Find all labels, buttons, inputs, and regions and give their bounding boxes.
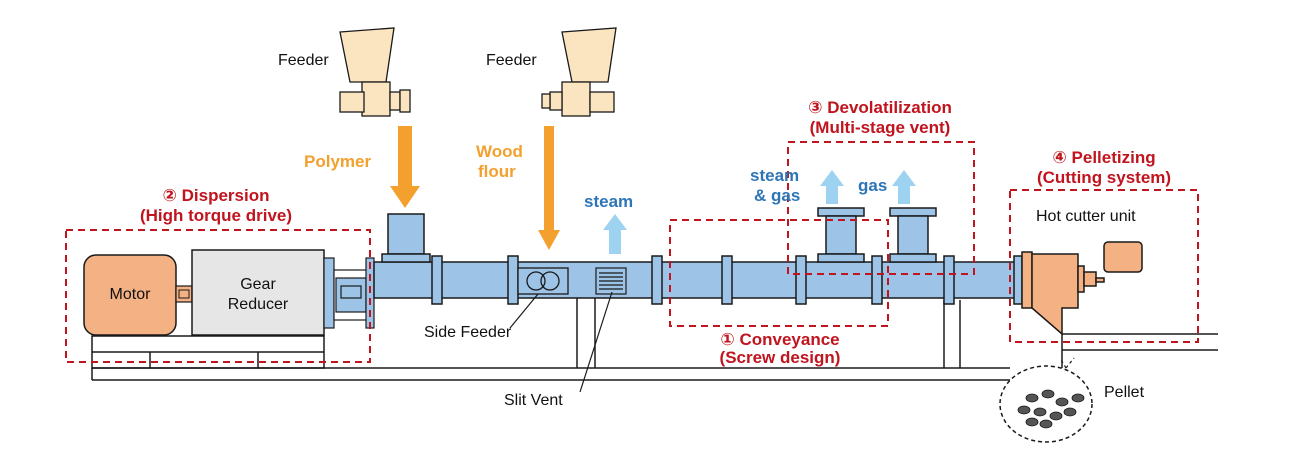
stage-pelletizing-sub: (Cutting system) (1036, 168, 1172, 187)
stage-dispersion-sub: (High torque drive) (139, 206, 293, 225)
gear-reducer-label-line2: Reducer (227, 296, 289, 313)
barrel-flanges (431, 255, 955, 305)
vent-arrows (603, 170, 916, 254)
polymer-arrow (390, 126, 420, 208)
motor-label: Motor (109, 286, 151, 303)
pellet-label: Pellet (1104, 384, 1145, 401)
stage-conveyance-sub: (Screw design) (719, 348, 841, 367)
polymer-inlet (381, 213, 431, 263)
hot-cutter-label: Hot cutter unit (1036, 208, 1136, 225)
steam-label: steam (584, 192, 634, 211)
slit-vent-symbol (595, 267, 627, 295)
wood-flour-label-line2: flour (478, 162, 516, 181)
gear-reducer-block (191, 249, 325, 336)
wood-flour-label-line1: Wood (476, 142, 523, 161)
side-feeder-label: Side Feeder (424, 324, 512, 341)
wood-flour-arrow (538, 126, 560, 250)
drive-coupling (323, 257, 375, 329)
stage-devolatilization-sub: (Multi-stage vent) (809, 118, 951, 137)
slit-vent-label: Slit Vent (504, 392, 563, 409)
stage-devolatilization-title: ③ Devolatilization (808, 98, 952, 117)
stage-pelletizing-title: ④ Pelletizing (1052, 148, 1156, 167)
stage-conveyance-title: ① Conveyance (720, 330, 840, 349)
stage-boxes (65, 141, 1199, 363)
feeder-left-label: Feeder (278, 52, 329, 69)
steam-gas-label-line1: steam (750, 166, 800, 185)
side-feeder-symbol (517, 267, 569, 295)
feeder-right-drawing (541, 27, 617, 117)
stage-dispersion-title: ② Dispersion (162, 186, 270, 205)
feeder-left-drawing (339, 27, 411, 117)
gas-label: gas (858, 176, 888, 195)
hot-cutter (1013, 241, 1143, 336)
vent-stacks (817, 207, 937, 263)
gear-reducer-label-line1: Gear (240, 276, 276, 293)
extruder-barrel (373, 261, 1021, 299)
leader-lines (509, 291, 613, 393)
feeder-right-label: Feeder (486, 52, 537, 69)
pellet-bubble (999, 357, 1093, 443)
steam-gas-label-line2: & gas (754, 186, 801, 205)
polymer-label: Polymer (304, 152, 372, 171)
